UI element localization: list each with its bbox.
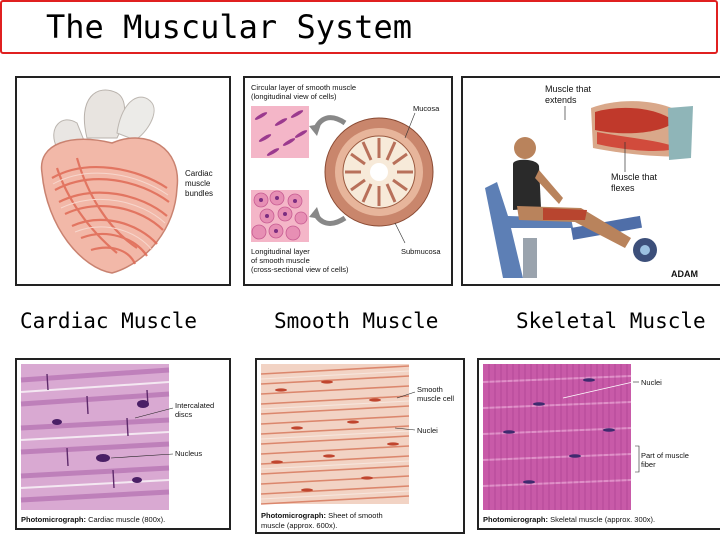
muscle-flexes-label-2: flexes [611,183,635,193]
intercalated-discs-label-2: discs [175,410,192,419]
cross-section-cells-tile [251,190,309,242]
cardiac-bundles-label-3: bundles [185,189,213,198]
longitudinal-layer-label-2: of smooth muscle [251,256,310,265]
muscle-extends-label-1: Muscle that [545,84,592,94]
adam-logo: ADAM [671,269,698,279]
cardiac-bundles-label-2: muscle [185,179,211,188]
skeletal-micrograph-panel: Nuclei Part of muscle fiber Photomicrogr… [477,358,720,530]
person-figure [513,137,631,248]
intercalated-discs-label-1: Intercalated [175,401,214,410]
submucosa-label: Submucosa [401,247,441,256]
heart-illustration: Cardiac muscle bundles [17,78,229,284]
skeletal-photomicrograph-caption: Photomicrograph: Skeletal muscle (approx… [483,515,655,524]
smooth-muscle-cell-label-2: muscle cell [417,394,454,403]
skeletal-diagram-panel: Muscle that extends Muscle that flexes A… [461,76,720,286]
smooth-muscle-caption: Smooth Muscle [274,309,439,333]
skeletal-micrograph: Nuclei Part of muscle fiber Photomicrogr… [479,360,720,528]
slide-title: The Muscular System [46,8,413,46]
smooth-diagram-panel: Circular layer of smooth muscle (longitu… [243,76,453,286]
skeletal-muscle-illustration: Muscle that extends Muscle that flexes A… [463,78,720,284]
intestine-cross-section [324,117,434,227]
cardiac-muscle-caption: Cardiac Muscle [20,309,198,333]
smooth-muscle-illustration: Circular layer of smooth muscle (longitu… [245,78,451,284]
longitudinal-layer-label-1: Longitudinal layer [251,247,310,256]
cardiac-micrograph: Intercalated discs Nucleus Photomicrogra… [17,360,229,528]
smooth-micrograph-panel: Smooth muscle cell Nuclei Photomicrograp… [255,358,465,534]
longitudinal-cells-tile [251,106,309,158]
cardiac-photomicrograph-caption: Photomicrograph: Cardiac muscle (800x). [21,515,165,524]
muscle-fiber-label-1: Part of muscle [641,451,689,460]
smooth-muscle-cell-label-1: Smooth [417,385,443,394]
muscle-fiber-label-2: fiber [641,460,656,469]
circular-layer-label-1: Circular layer of smooth muscle [251,83,356,92]
cardiac-diagram-panel: Cardiac muscle bundles [15,76,231,286]
smooth-micrograph: Smooth muscle cell Nuclei Photomicrograp… [257,360,463,532]
skeletal-muscle-caption: Skeletal Muscle [516,309,706,333]
smooth-nuclei-label: Nuclei [417,426,438,435]
cardiac-bundles-label-1: Cardiac [185,169,213,178]
skeletal-nuclei-label: Nuclei [641,378,662,387]
longitudinal-layer-label-3: (cross-sectional view of cells) [251,265,349,274]
smooth-photomicrograph-caption: Photomicrograph: Sheet of smooth [261,511,383,520]
title-bar: The Muscular System [0,0,718,54]
arm-muscle-closeup [591,101,693,160]
circular-layer-label-2: (longitudinal view of cells) [251,92,337,101]
mucosa-label: Mucosa [413,104,440,113]
cardiac-micrograph-panel: Intercalated discs Nucleus Photomicrogra… [15,358,231,530]
smooth-photomicrograph-caption-2: muscle (approx. 600x). [261,521,337,530]
muscle-flexes-label-1: Muscle that [611,172,658,182]
muscle-extends-label-2: extends [545,95,577,105]
nucleus-label: Nucleus [175,449,202,458]
